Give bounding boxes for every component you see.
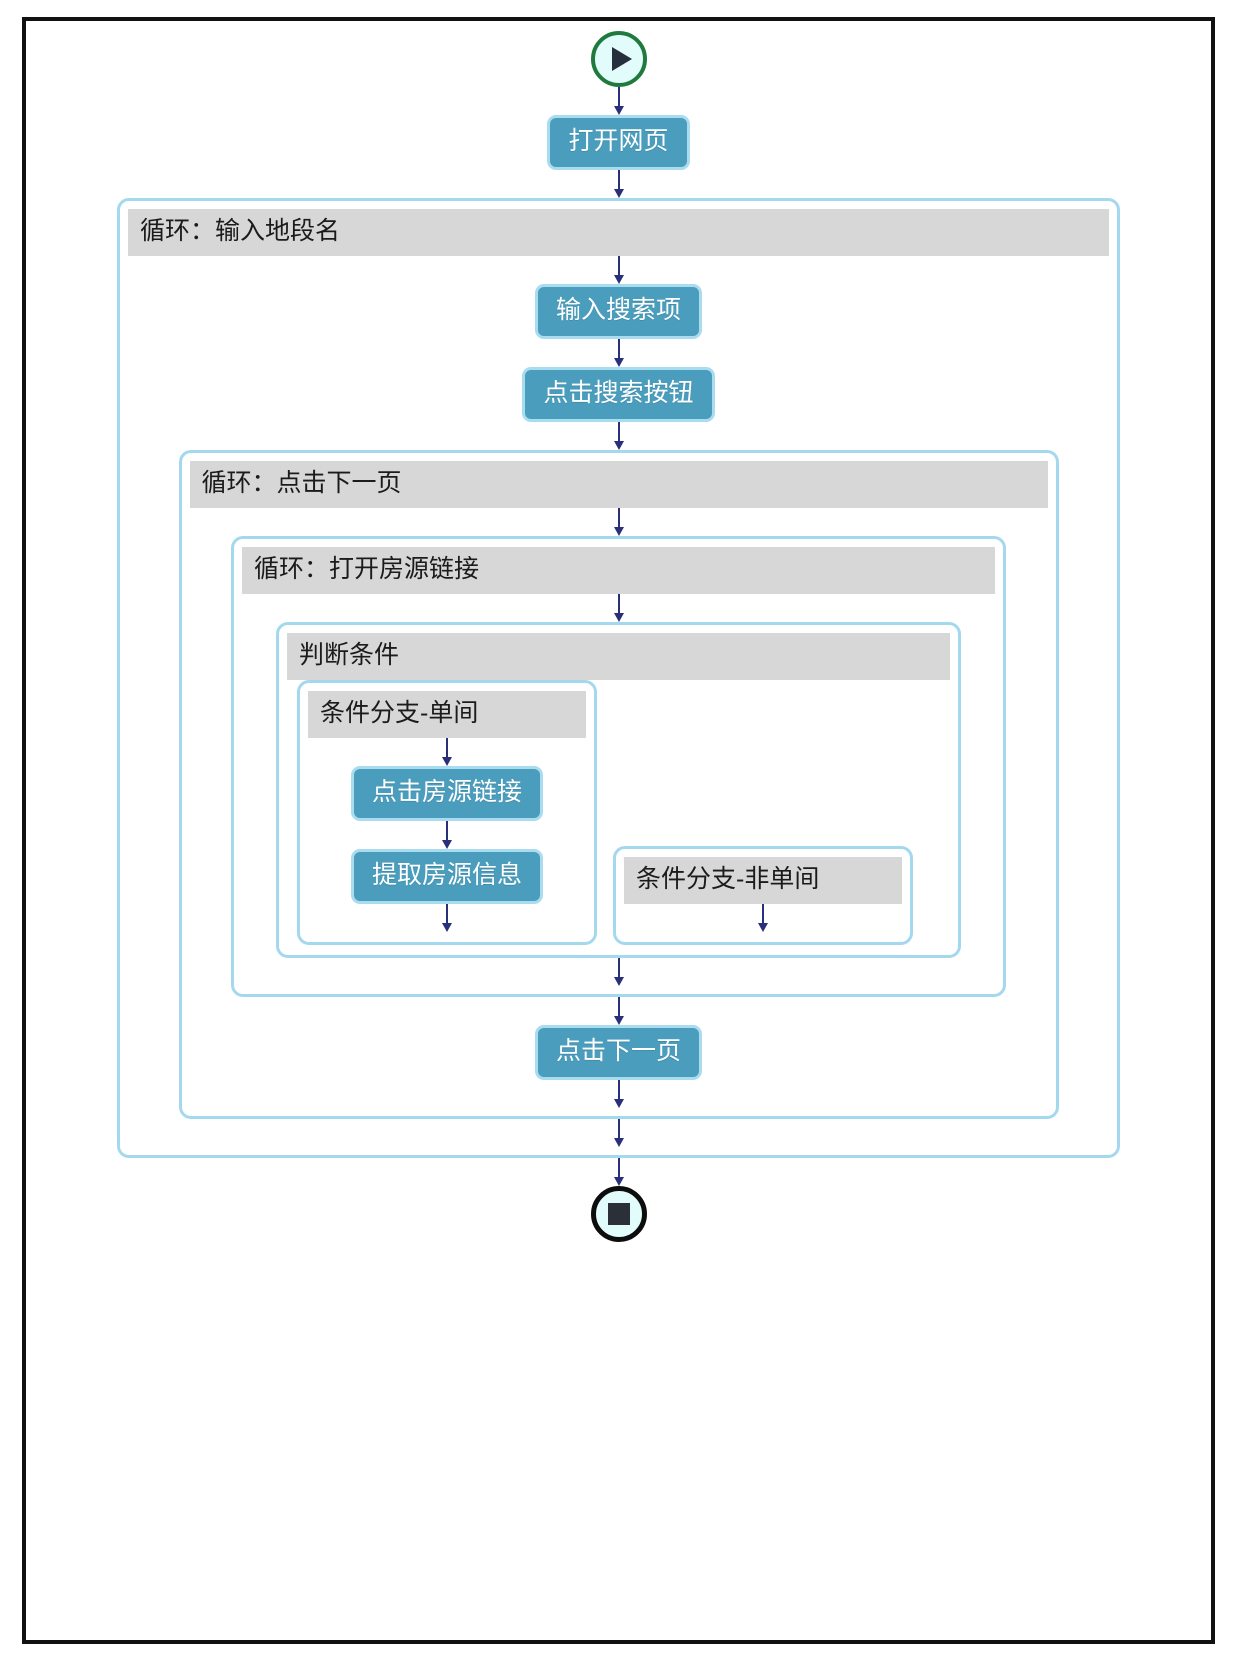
diagram-frame: 打开网页 循环：输入地段名 输入搜索项 点击搜索按钮 [22,17,1215,1644]
action-click-search-button[interactable]: 点击搜索按钮 [522,367,715,422]
arrow-down-icon [612,1119,626,1147]
condition-branch-row: 条件分支-单间 点击房源链接 [279,680,958,955]
start-node[interactable] [590,31,647,87]
arrow-down-icon [440,821,454,849]
branch-single-room-body: 点击房源链接 提取房源信息 [300,738,594,942]
end-node[interactable] [590,1186,647,1242]
arrow-down-icon [612,256,626,284]
condition-container[interactable]: 判断条件 条件分支-单间 [276,622,961,958]
loop-open-listing-header: 循环：打开房源链接 [242,547,995,594]
arrow-down-icon [612,339,626,367]
arrow-down-icon [612,87,626,115]
arrow-down-icon [612,170,626,198]
loop-open-listing-container[interactable]: 循环：打开房源链接 判断条件 [231,536,1006,997]
arrow-down-icon [756,904,770,932]
branch-non-single-room-header: 条件分支-非单间 [624,857,902,904]
branch-single-room-container[interactable]: 条件分支-单间 点击房源链接 [297,680,597,945]
arrow-down-icon [612,508,626,536]
action-extract-listing-info[interactable]: 提取房源信息 [350,849,543,904]
action-click-next-page[interactable]: 点击下一页 [534,1025,702,1080]
loop-district-body: 输入搜索项 点击搜索按钮 循环：点击下一页 [120,256,1117,1155]
loop-district-container[interactable]: 循环：输入地段名 输入搜索项 点击搜索按钮 循环：点 [117,198,1120,1158]
flow-root: 打开网页 循环：输入地段名 输入搜索项 点击搜索按钮 [26,21,1211,1640]
arrow-down-icon [612,997,626,1025]
condition-header: 判断条件 [287,633,950,680]
arrow-down-icon [440,738,454,766]
loop-next-page-body: 循环：打开房源链接 判断条件 [182,508,1056,1116]
action-input-search-term[interactable]: 输入搜索项 [534,284,702,339]
branch-non-single-room-container[interactable]: 条件分支-非单间 [613,846,913,945]
branch-single-room-header: 条件分支-单间 [308,691,586,738]
arrow-down-icon [612,1080,626,1108]
loop-next-page-header: 循环：点击下一页 [189,461,1048,508]
branch-non-single-room-body [616,904,910,942]
play-icon [611,47,632,71]
arrow-down-icon [612,958,626,986]
loop-next-page-container[interactable]: 循环：点击下一页 循环：打开房源链接 [178,450,1059,1119]
arrow-down-icon [440,904,454,932]
arrow-down-icon [612,422,626,450]
arrow-down-icon [612,1158,626,1186]
loop-open-listing-body: 判断条件 条件分支-单间 [234,594,1003,994]
stop-icon [607,1203,630,1225]
action-open-page[interactable]: 打开网页 [547,115,690,170]
arrow-down-icon [612,594,626,622]
loop-district-header: 循环：输入地段名 [128,209,1109,256]
action-click-listing-link[interactable]: 点击房源链接 [350,766,543,821]
